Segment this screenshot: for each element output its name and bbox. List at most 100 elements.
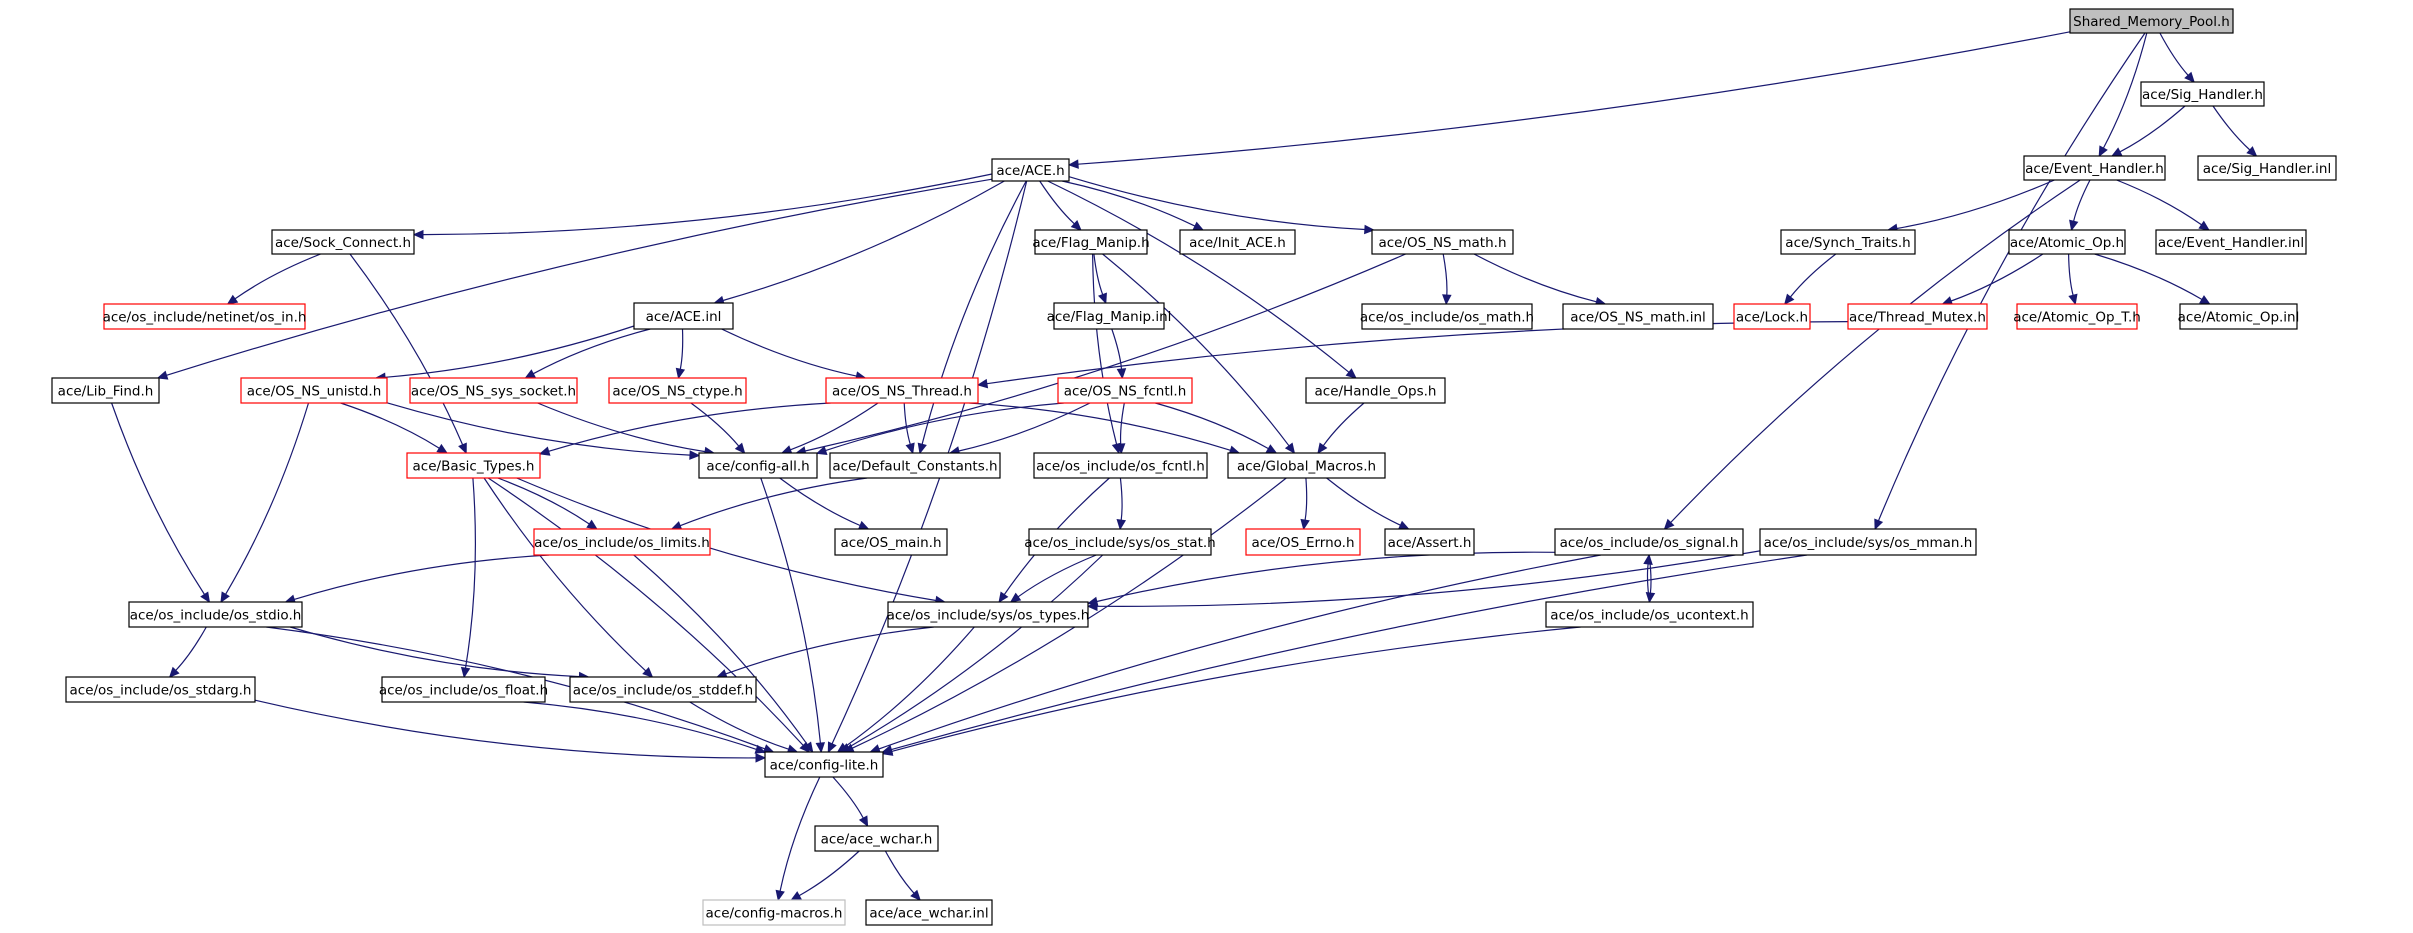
graph-node[interactable]: ace/ACE.inl <box>633 302 734 330</box>
graph-node[interactable]: ace/os_include/os_float.h <box>379 676 548 703</box>
graph-node[interactable]: ace/ace_wchar.h <box>814 825 939 852</box>
node-box <box>829 452 1001 479</box>
edge-line <box>1092 253 1118 445</box>
edge-arrowhead <box>775 889 785 902</box>
node-label: ace/OS_Errno.h <box>1251 535 1354 551</box>
graph-node[interactable]: ace/OS_NS_fcntl.h <box>1057 377 1193 404</box>
edge-line <box>760 477 821 744</box>
edge-arrowhead <box>1116 519 1127 531</box>
graph-node[interactable]: ace/os_include/os_limits.h <box>533 528 711 556</box>
graph-node[interactable]: ace/OS_Errno.h <box>1245 528 1361 556</box>
graph-node[interactable]: ace/Basic_Types.h <box>406 452 541 479</box>
graph-node[interactable]: ace/ACE.h <box>991 158 1070 182</box>
edge-line <box>175 626 207 671</box>
dependency-edge <box>884 850 921 901</box>
node-label: ace/os_include/os_ucontext.h <box>1550 608 1748 624</box>
graph-node[interactable]: ace/os_include/sys/os_types.h <box>887 601 1090 628</box>
graph-node[interactable]: ace/Atomic_Op.inl <box>2178 303 2300 330</box>
edge-arrowhead <box>1874 518 1884 531</box>
graph-node[interactable]: ace/Event_Handler.h <box>2023 155 2166 181</box>
graph-node[interactable]: ace/Atomic_Op.h <box>2008 229 2126 255</box>
graph-node[interactable]: ace/Atomic_Op_T.h <box>2013 303 2141 330</box>
graph-node[interactable]: ace/os_include/os_stddef.h <box>569 676 757 703</box>
node-label: ace/OS_NS_math.inl <box>1570 310 1706 326</box>
dependency-edge <box>2110 105 2186 157</box>
edge-arrowhead <box>2184 71 2195 83</box>
graph-node[interactable]: ace/Sig_Handler.inl <box>2197 155 2337 181</box>
node-box <box>1305 377 1446 404</box>
graph-node[interactable]: ace/OS_NS_ctype.h <box>608 377 747 404</box>
graph-node[interactable]: ace/os_include/os_ucontext.h <box>1545 601 1754 628</box>
graph-node[interactable]: ace/Sig_Handler.h <box>2140 81 2265 107</box>
graph-node[interactable]: ace/Flag_Manip.h <box>1032 229 1150 255</box>
graph-node[interactable]: ace/ace_wchar.inl <box>865 899 993 926</box>
graph-node[interactable]: ace/config-macros.h <box>702 899 846 926</box>
graph-node[interactable]: ace/OS_NS_math.inl <box>1562 303 1714 330</box>
graph-node[interactable]: ace/Event_Handler.inl <box>2155 229 2307 255</box>
graph-node[interactable]: ace/Init_ACE.h <box>1179 229 1296 255</box>
graph-node[interactable]: ace/OS_main.h <box>834 528 948 556</box>
graph-node[interactable]: ace/Handle_Ops.h <box>1305 377 1446 404</box>
node-box <box>1759 528 1977 556</box>
node-label: ace/os_include/os_limits.h <box>534 535 710 551</box>
edge-line <box>790 402 879 451</box>
node-box <box>1545 601 1754 628</box>
graph-node[interactable]: ace/Default_Constants.h <box>829 452 1001 479</box>
graph-node[interactable]: ace/OS_NS_math.h <box>1371 229 1514 255</box>
edge-arrowhead <box>1009 592 1022 603</box>
dependency-edge <box>903 402 915 455</box>
dependency-edge <box>832 776 869 828</box>
node-label: ace/os_include/os_stddef.h <box>573 683 753 699</box>
dependency-edge <box>1300 477 1310 531</box>
graph-node[interactable]: ace/Assert.h <box>1384 528 1475 556</box>
edge-line <box>2212 105 2251 151</box>
node-box <box>409 377 578 404</box>
node-label: ace/OS_NS_fcntl.h <box>1064 384 1187 400</box>
graph-node[interactable]: ace/Synch_Traits.h <box>1780 229 1916 255</box>
graph-node[interactable]: ace/Flag_Manip.inl <box>1047 302 1172 330</box>
dependency-edge <box>349 253 467 455</box>
edge-line <box>721 328 857 377</box>
graph-node[interactable]: ace/Lib_Find.h <box>51 377 160 404</box>
dependency-edge <box>1102 253 1296 454</box>
graph-node[interactable]: ace/os_include/os_math.h <box>1360 303 1534 330</box>
graph-node[interactable]: ace/Sock_Connect.h <box>271 229 415 255</box>
graph-node[interactable]: ace/os_include/sys/os_stat.h <box>1024 528 1216 556</box>
graph-node[interactable]: ace/Global_Macros.h <box>1227 452 1386 479</box>
edge-line <box>1096 551 1556 603</box>
edge-line <box>548 402 831 452</box>
edge-line <box>1896 179 2055 230</box>
node-box <box>2197 155 2337 181</box>
graph-node[interactable]: ace/os_include/os_stdio.h <box>128 601 303 628</box>
graph-node[interactable]: ace/OS_NS_unistd.h <box>240 377 388 404</box>
graph-node[interactable]: ace/Thread_Mutex.h <box>1847 303 1988 330</box>
graph-node[interactable]: ace/OS_NS_sys_socket.h <box>409 377 578 404</box>
dependency-edge <box>412 173 993 240</box>
dependency-edge <box>1115 402 1126 455</box>
node-box <box>271 229 415 255</box>
graph-node[interactable]: ace/config-lite.h <box>764 751 884 778</box>
edge-line <box>1670 179 2081 523</box>
dependency-edge <box>1317 402 1365 455</box>
edge-arrowhead <box>1645 592 1656 604</box>
node-label: ace/OS_NS_math.h <box>1378 235 1506 251</box>
dependency-edge <box>460 477 476 679</box>
graph-node[interactable]: ace/os_include/os_signal.h <box>1554 528 1744 556</box>
edge-line <box>798 850 860 897</box>
graph-node[interactable]: ace/OS_NS_Thread.h <box>825 377 979 404</box>
edge-line <box>294 554 550 600</box>
dependency-edge <box>487 477 811 753</box>
dependency-edge <box>1874 32 2146 531</box>
graph-node[interactable]: ace/os_include/netinet/os_in.h <box>103 303 307 330</box>
graph-node[interactable]: ace/Lock.h <box>1733 303 1811 330</box>
node-box <box>991 158 1070 182</box>
node-box <box>65 676 256 703</box>
graph-node[interactable]: ace/config-all.h <box>698 452 818 479</box>
graph-node[interactable]: ace/os_include/sys/os_mman.h <box>1759 528 1977 556</box>
node-label: ace/Synch_Traits.h <box>1785 235 1910 251</box>
graph-node[interactable]: ace/os_include/os_fcntl.h <box>1033 452 1208 479</box>
edge-line <box>1119 477 1123 521</box>
graph-node[interactable]: ace/os_include/os_stdarg.h <box>65 676 256 703</box>
node-box <box>1034 229 1148 255</box>
edge-line <box>891 626 1581 752</box>
